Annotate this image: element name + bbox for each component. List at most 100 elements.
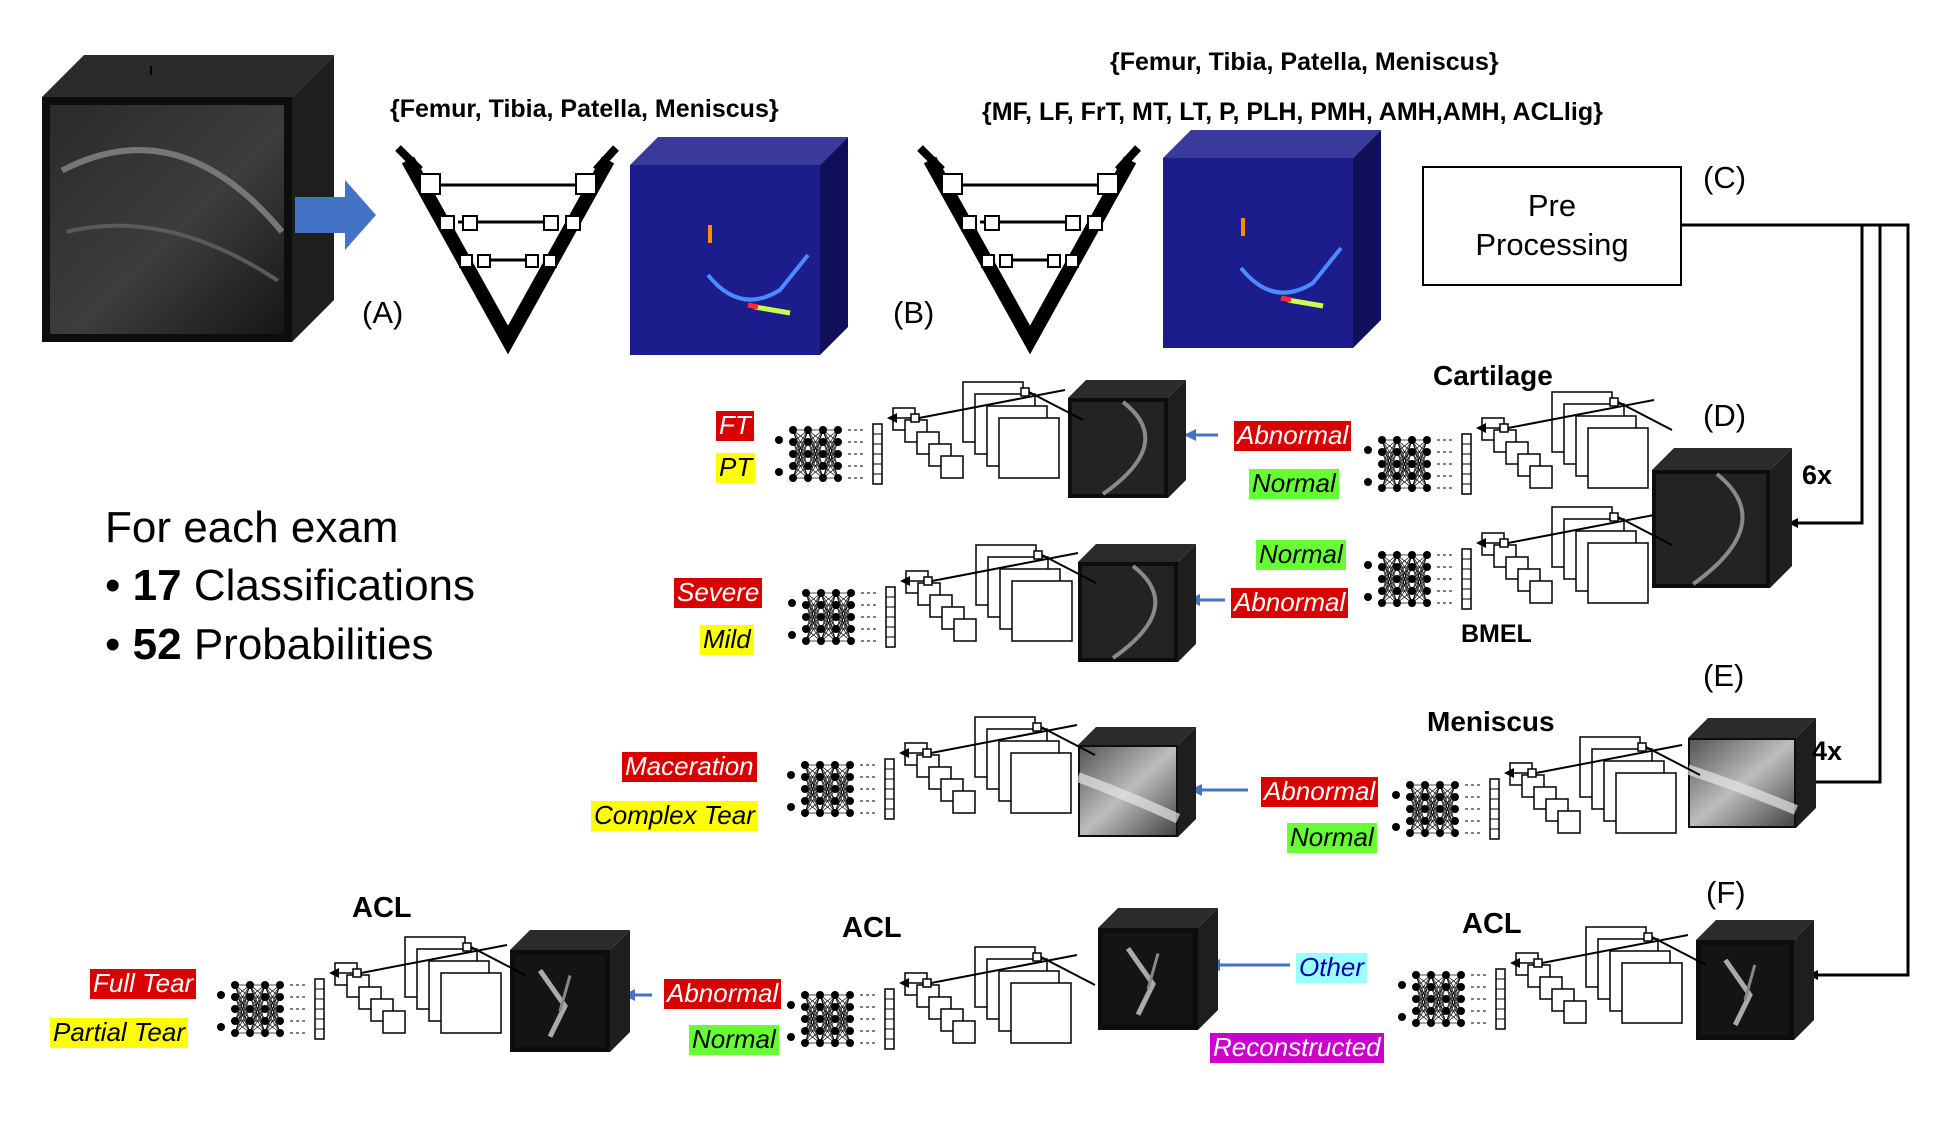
seg-b-classes-top: {Femur, Tibia, Patella, Meniscus} [1110,48,1499,76]
fc-neuron [1406,793,1414,801]
fc-neuron [816,761,824,769]
fc-neuron [246,981,254,989]
fc-neuron [846,1003,854,1011]
fc-neuron [1451,829,1459,837]
seg-ligament-mask [747,302,759,310]
fc-edge [1415,986,1432,1024]
fc-edge [1409,784,1426,810]
fc-edge [1445,974,1462,1000]
seg-cartilage-mask [1239,246,1343,295]
fc-neuron [846,773,854,781]
fc-neuron [804,474,812,482]
fc-edge [804,1006,821,1044]
cube-side [1796,718,1816,828]
fc-edge [804,764,821,790]
mri-bone-edge [60,147,285,234]
mri-ligament [1723,958,1753,1027]
fc-edge [834,994,851,1044]
fc-neuron [1423,587,1431,595]
fc-edge [1430,998,1447,1024]
vnet-block [439,215,455,231]
fc-neuron [846,809,854,817]
fc-neuron [1436,781,1444,789]
fc-edge [819,1018,836,1044]
fc-edge [1430,974,1447,1000]
fc-neuron [1378,587,1386,595]
fc-neuron [846,1015,854,1023]
summary-number-classifications: 17 [132,561,182,610]
fc-edge [1411,566,1428,604]
fc-neuron [802,601,810,609]
fc-neuron [834,462,842,470]
fc-neuron [1423,460,1431,468]
fc-edge [792,429,809,455]
fc-neuron [801,797,809,805]
fc-neuron [1393,575,1401,583]
mri-cartilage-arc [1111,564,1158,660]
mri-ligament [1743,964,1757,1001]
fc-edge [1396,554,1413,592]
fc-edge [1411,439,1428,489]
fc-edge [804,764,821,814]
fc-edge [834,764,851,790]
receptive-field [1533,958,1543,968]
fc-neuron [1406,805,1414,813]
tag-partial-tear: Partial Tear [50,1017,188,1048]
fc-neuron [1393,448,1401,456]
title-acl-mid: ACL [842,912,902,944]
fc-edge [1424,784,1441,834]
mri-image [1656,474,1766,584]
fc-neuron [1457,1019,1465,1027]
fc-edge [1381,439,1398,489]
title-acl-left: ACL [352,892,412,924]
fc-edge [1439,784,1456,810]
fc-edge [1409,808,1426,834]
output-node [217,1023,225,1031]
receptive-field [1637,742,1647,752]
cube-side [1198,908,1218,1030]
conv-block-large [1621,962,1683,1024]
fc-neuron [1408,460,1416,468]
fc-neuron [1457,983,1465,991]
fc-edge [819,788,836,814]
conv-block-small [952,1020,976,1044]
mri-ligament [537,968,568,1038]
fc-neuron [1393,460,1401,468]
fc-neuron [1457,971,1465,979]
fc-neuron [261,1005,269,1013]
fc-neuron [801,1015,809,1023]
fc-edge [1396,463,1413,489]
fc-neuron [831,773,839,781]
output-node [1392,823,1400,831]
fc-neuron [834,450,842,458]
conv-block-small [1557,810,1581,834]
fc-edge [1396,554,1413,604]
fc-neuron [1393,587,1401,595]
fc-edge [1445,974,1462,1024]
fc-neuron [831,785,839,793]
fc-edge [264,984,281,1034]
fc-edge [234,984,251,1022]
vnet-block [941,173,963,195]
conv-block-large [1615,772,1677,834]
summary-number-probabilities: 52 [132,620,182,669]
vnet-block [999,254,1013,268]
receptive-field [922,748,932,758]
fc-edge [234,984,251,1034]
fc-neuron [231,1029,239,1037]
tag-bmel-abnormal: Abnormal [1231,587,1349,618]
vnet-block [984,215,1000,231]
fc-neuron [1442,983,1450,991]
fc-neuron [801,1003,809,1011]
fc-neuron [801,1027,809,1035]
fc-edge [1411,451,1428,489]
fc-neuron [1408,448,1416,456]
fc-neuron [1427,1019,1435,1027]
fc-edge [822,429,839,479]
fc-neuron [1442,995,1450,1003]
fc-neuron [831,809,839,817]
output-node [217,991,225,999]
cube-top [630,137,848,165]
receptive-field [1020,387,1030,397]
